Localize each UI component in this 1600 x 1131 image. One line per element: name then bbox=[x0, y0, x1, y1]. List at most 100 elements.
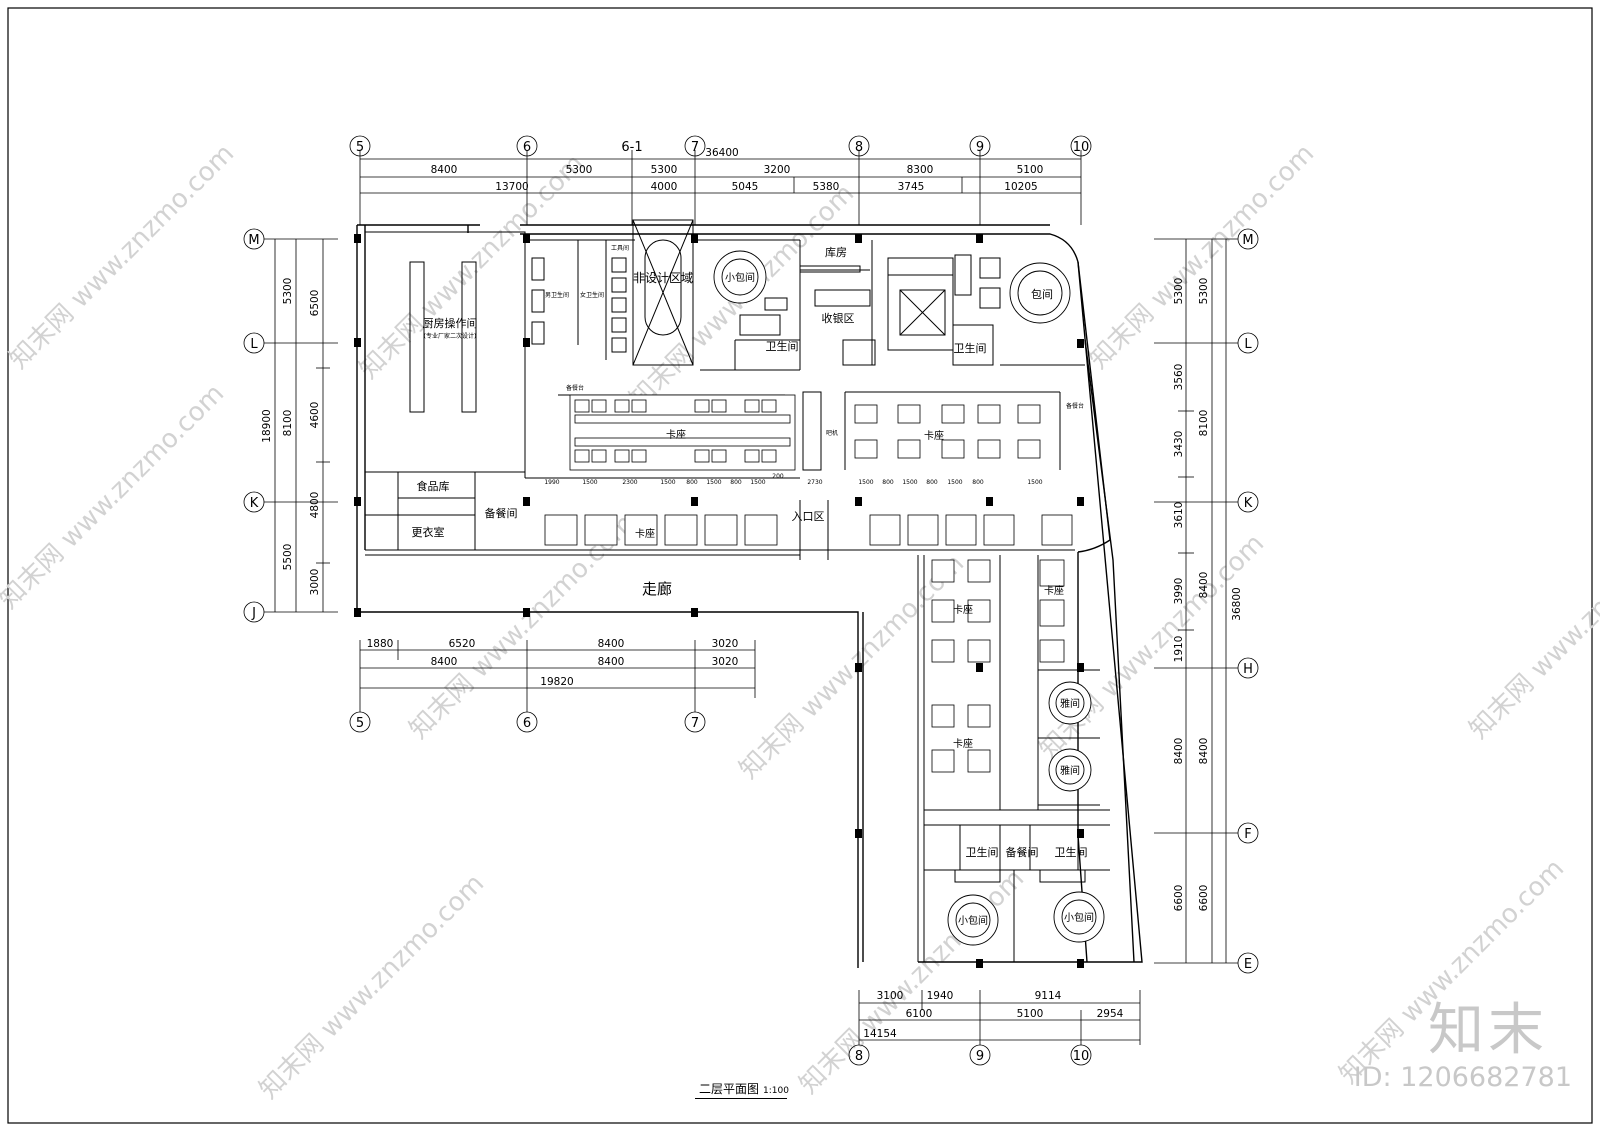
room-label-small-private: 小包间 bbox=[725, 271, 755, 284]
svg-text:800: 800 bbox=[926, 479, 938, 486]
drawing-title-text: 二层平面图 bbox=[699, 1082, 760, 1096]
sheet-frame bbox=[7, 7, 1593, 1124]
dim-text: 5300 bbox=[1198, 278, 1210, 305]
round-tables bbox=[713, 250, 1105, 946]
room-label-booth: 卡座 bbox=[953, 603, 973, 616]
grid-label-right: L bbox=[1244, 337, 1252, 352]
svg-text:知末网 www.znzmo.com: 知末网 www.znzmo.com bbox=[1084, 139, 1320, 375]
svg-text:800: 800 bbox=[686, 479, 698, 486]
grid-label-top: 9 bbox=[976, 140, 984, 155]
grid-label-right: H bbox=[1243, 662, 1253, 677]
grid-label-bottom: 7 bbox=[691, 716, 699, 731]
room-label-small-private: 小包间 bbox=[958, 914, 988, 927]
room-label-wc: 卫生间 bbox=[966, 845, 999, 859]
dim-text: 8400 bbox=[598, 656, 625, 668]
room-label-tool: 工具间 bbox=[611, 244, 629, 252]
dim-text: 6600 bbox=[1173, 885, 1185, 912]
grid-label-bottom: 8 bbox=[855, 1049, 863, 1064]
dim-text: 3000 bbox=[309, 569, 321, 596]
grid-label-top: 6 bbox=[523, 140, 531, 155]
svg-text:知末网 www.znzmo.com: 知末网 www.znzmo.com bbox=[0, 379, 230, 615]
dim-text: 5300 bbox=[282, 278, 294, 305]
dim-text: 4000 bbox=[651, 181, 678, 193]
room-label-food-store: 食品库 bbox=[417, 479, 450, 493]
drawing-scale: 1:100 bbox=[763, 1086, 789, 1096]
grid-label-bottom: 10 bbox=[1073, 1049, 1090, 1064]
grid-label-bottom: 6 bbox=[523, 716, 531, 731]
grid-label-right: M bbox=[1242, 233, 1253, 248]
grid-label-top: 7 bbox=[691, 140, 699, 155]
room-label-wc: 卫生间 bbox=[1055, 845, 1088, 859]
room-label-private: 包间 bbox=[1031, 288, 1053, 301]
dim-text: 5045 bbox=[732, 181, 759, 193]
room-label-booth: 卡座 bbox=[635, 527, 655, 540]
dim-text: 1910 bbox=[1173, 636, 1185, 663]
dim-text: 6600 bbox=[1198, 885, 1210, 912]
dim-top-total: 36400 bbox=[705, 147, 738, 159]
room-label-vip: 雅间 bbox=[1060, 697, 1080, 710]
svg-text:200: 200 bbox=[772, 473, 784, 480]
svg-text:800: 800 bbox=[730, 479, 742, 486]
room-label-prep: 备餐间 bbox=[485, 506, 518, 520]
room-label-kitchen-note: (专业厂家二次设计) bbox=[424, 332, 477, 340]
svg-text:知末网 www.znzmo.com: 知末网 www.znzmo.com bbox=[794, 864, 1030, 1100]
room-label-corridor: 走廊 bbox=[642, 580, 672, 598]
dim-text: 14154 bbox=[863, 1028, 897, 1040]
dim-text: 3020 bbox=[712, 638, 739, 650]
room-label-womens-wc: 女卫生间 bbox=[580, 291, 604, 299]
title-underline bbox=[695, 1098, 787, 1099]
grid-label-bottom: 5 bbox=[356, 716, 364, 731]
room-label-wc: 卫生间 bbox=[766, 339, 799, 353]
dim-text: 6100 bbox=[906, 1008, 933, 1020]
dim-text: 18900 bbox=[261, 409, 273, 442]
booth-tables bbox=[544, 394, 1073, 773]
dim-text: 3745 bbox=[898, 181, 925, 193]
dim-text: 3610 bbox=[1173, 502, 1185, 529]
room-label-vip: 雅间 bbox=[1060, 764, 1080, 777]
svg-text:知末网 www.znzmo.com: 知末网 www.znzmo.com bbox=[354, 149, 590, 385]
dim-text: 4800 bbox=[309, 492, 321, 519]
dim-text: 3200 bbox=[764, 164, 791, 176]
dim-text: 5300 bbox=[566, 164, 593, 176]
dim-text: 5100 bbox=[1017, 1008, 1044, 1020]
svg-text:2300: 2300 bbox=[622, 479, 637, 486]
room-label-serving: 备餐台 bbox=[1066, 402, 1084, 410]
svg-text:1990: 1990 bbox=[544, 479, 559, 486]
dim-text: 8100 bbox=[282, 410, 294, 437]
svg-text:知末网 www.znzmo.com: 知末网 www.znzmo.com bbox=[1464, 509, 1600, 745]
svg-text:2730: 2730 bbox=[807, 479, 822, 486]
svg-text:1500: 1500 bbox=[750, 479, 765, 486]
dim-text: 4600 bbox=[309, 402, 321, 429]
equipment-label: 吧机 bbox=[826, 429, 838, 437]
dim-text: 8400 bbox=[431, 656, 458, 668]
svg-text:1500: 1500 bbox=[1027, 479, 1042, 486]
dim-text: 2954 bbox=[1097, 1008, 1124, 1020]
room-label-wc-right: 卫生间 bbox=[954, 341, 987, 355]
dim-text: 8400 bbox=[1173, 738, 1185, 765]
dim-text: 6520 bbox=[449, 638, 476, 650]
dim-text: 3560 bbox=[1173, 364, 1185, 391]
svg-text:知末网 www.znzmo.com: 知末网 www.znzmo.com bbox=[734, 549, 970, 785]
room-label-cashier: 收银区 bbox=[822, 311, 855, 325]
svg-text:800: 800 bbox=[882, 479, 894, 486]
svg-text:1500: 1500 bbox=[660, 479, 675, 486]
dim-text: 36800 bbox=[1231, 587, 1243, 620]
svg-text:知末网 www.znzmo.com: 知末网 www.znzmo.com bbox=[254, 869, 490, 1105]
svg-text:1500: 1500 bbox=[706, 479, 721, 486]
dim-text: 3100 bbox=[877, 990, 904, 1002]
dim-text: 5500 bbox=[282, 544, 294, 571]
room-label-booth: 卡座 bbox=[924, 429, 944, 442]
dim-text: 8400 bbox=[1198, 572, 1210, 599]
room-label-booth: 卡座 bbox=[666, 428, 686, 441]
room-label-kitchen: 厨房操作间 bbox=[423, 316, 478, 330]
dim-text: 8400 bbox=[431, 164, 458, 176]
room-label-entrance: 入口区 bbox=[792, 510, 825, 523]
svg-text:1500: 1500 bbox=[582, 479, 597, 486]
grid-label-right: F bbox=[1244, 827, 1251, 842]
grid-label-bottom: 9 bbox=[976, 1049, 984, 1064]
dim-text: 3990 bbox=[1173, 578, 1185, 605]
dim-text: 5300 bbox=[1173, 278, 1185, 305]
watermark-id: ID: 1206682781 bbox=[1353, 1062, 1572, 1093]
